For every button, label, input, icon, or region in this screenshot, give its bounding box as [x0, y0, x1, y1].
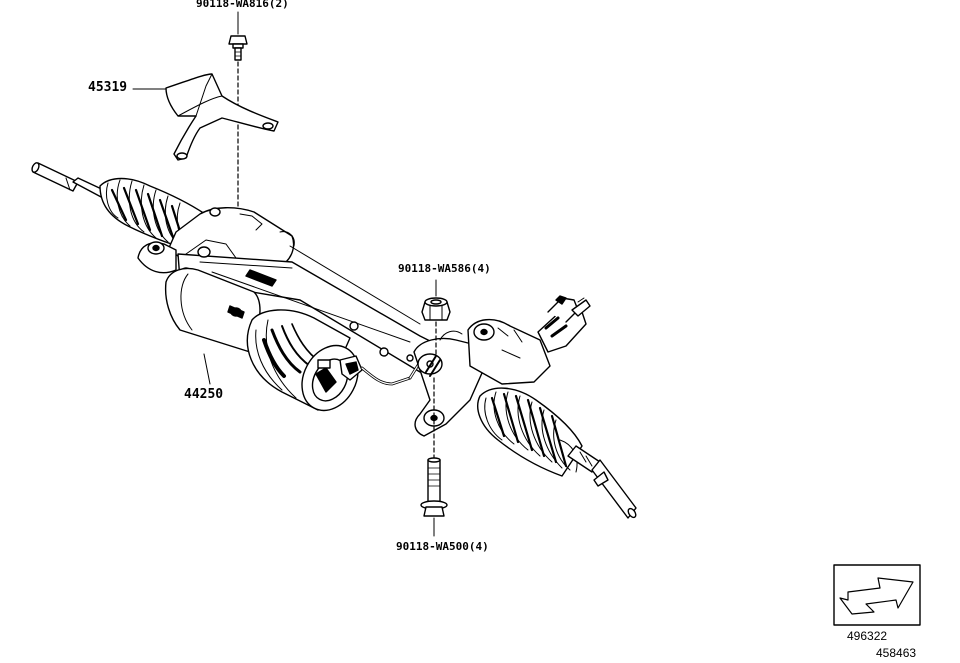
leader-44250	[203, 353, 211, 385]
heat-shield[interactable]	[132, 73, 279, 161]
view-indicator-code: 496322	[847, 629, 888, 643]
motor-assembly[interactable]	[164, 267, 432, 421]
rack-housing[interactable]	[137, 207, 469, 381]
label-bolt-top[interactable]: 90118-WA816(2)	[196, 0, 289, 10]
label-heat-shield[interactable]: 45319	[88, 80, 128, 95]
tie-rod-left[interactable]	[31, 162, 109, 199]
boot-right[interactable]	[477, 387, 583, 477]
view-indicator-box	[833, 564, 921, 626]
label-bolt-bottom[interactable]: 90118-WA500(4)	[396, 540, 489, 553]
bolt-bottom[interactable]	[420, 457, 448, 537]
diagram-id: 458463	[876, 646, 917, 660]
arrow-pointing-down-left-icon	[839, 577, 914, 615]
label-steering-gear[interactable]: 44250	[184, 387, 224, 402]
nut[interactable]	[421, 279, 451, 321]
bolt-top[interactable]	[228, 11, 248, 61]
gear-housing-right[interactable]	[467, 295, 591, 385]
label-nut[interactable]: 90118-WA586(4)	[398, 262, 491, 275]
tie-rod-right[interactable]	[567, 445, 637, 519]
mount-bracket-right[interactable]	[413, 330, 487, 437]
